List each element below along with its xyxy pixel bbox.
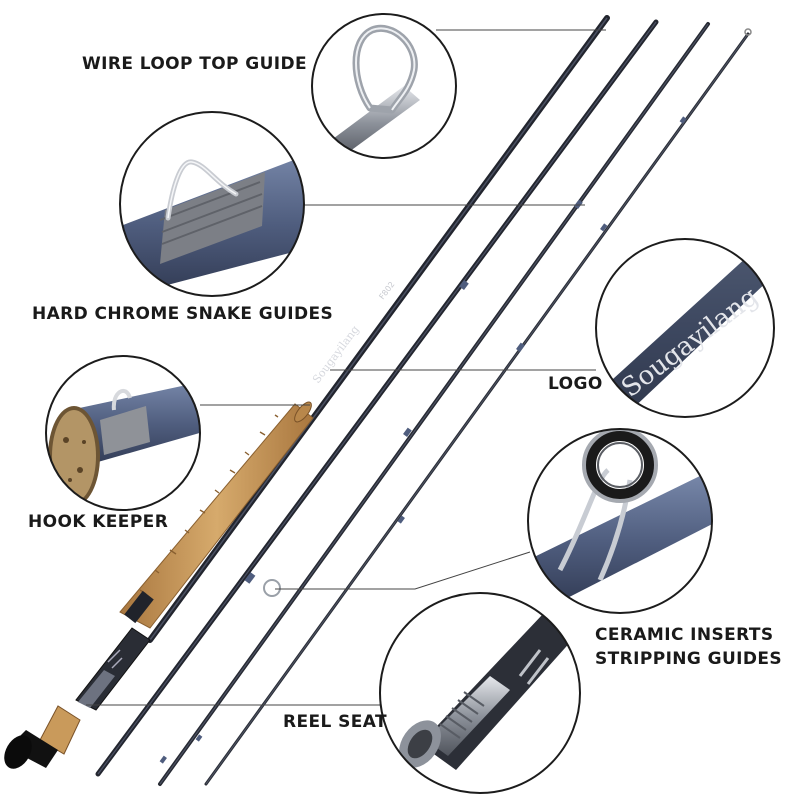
label-hook-keeper: HOOK KEEPER xyxy=(28,512,169,532)
rod-butt-section xyxy=(147,15,610,643)
callout-lines xyxy=(86,29,606,706)
callout-ceramic-stripping-guides xyxy=(527,428,713,614)
tip-top-on-rod xyxy=(744,28,752,36)
rod-section-2 xyxy=(95,19,659,777)
stripping-guide-on-rod xyxy=(263,579,281,597)
label-hard-chrome-snake-guides: HARD CHROME SNAKE GUIDES xyxy=(32,304,334,324)
callout-hard-chrome-snake-guides xyxy=(119,111,305,297)
label-ceramic-inserts-line1: CERAMIC INSERTS xyxy=(595,625,774,645)
callout-hook-keeper xyxy=(45,355,201,511)
rod-logo-print: Sougayilang xyxy=(310,323,362,386)
callout-wire-loop-top-guide xyxy=(311,13,457,159)
label-ceramic-inserts: CERAMIC INSERTS STRIPPING GUIDES xyxy=(595,623,782,671)
label-ceramic-inserts-line2: STRIPPING GUIDES xyxy=(595,649,783,669)
rod-model-print: F802 xyxy=(377,280,396,301)
rod-tip-section xyxy=(204,32,750,786)
callout-reel-seat xyxy=(379,592,581,794)
label-reel-seat: REEL SEAT xyxy=(283,712,387,732)
cork-grip xyxy=(119,401,314,629)
rod-section-3 xyxy=(158,22,710,786)
reel-seat-on-rod xyxy=(4,627,151,769)
callout-logo: Sougayilang xyxy=(595,238,775,418)
label-wire-loop-top-guide: WIRE LOOP TOP GUIDE xyxy=(82,54,308,74)
rod-guide-wraps xyxy=(159,116,687,764)
label-logo: LOGO xyxy=(548,374,603,394)
